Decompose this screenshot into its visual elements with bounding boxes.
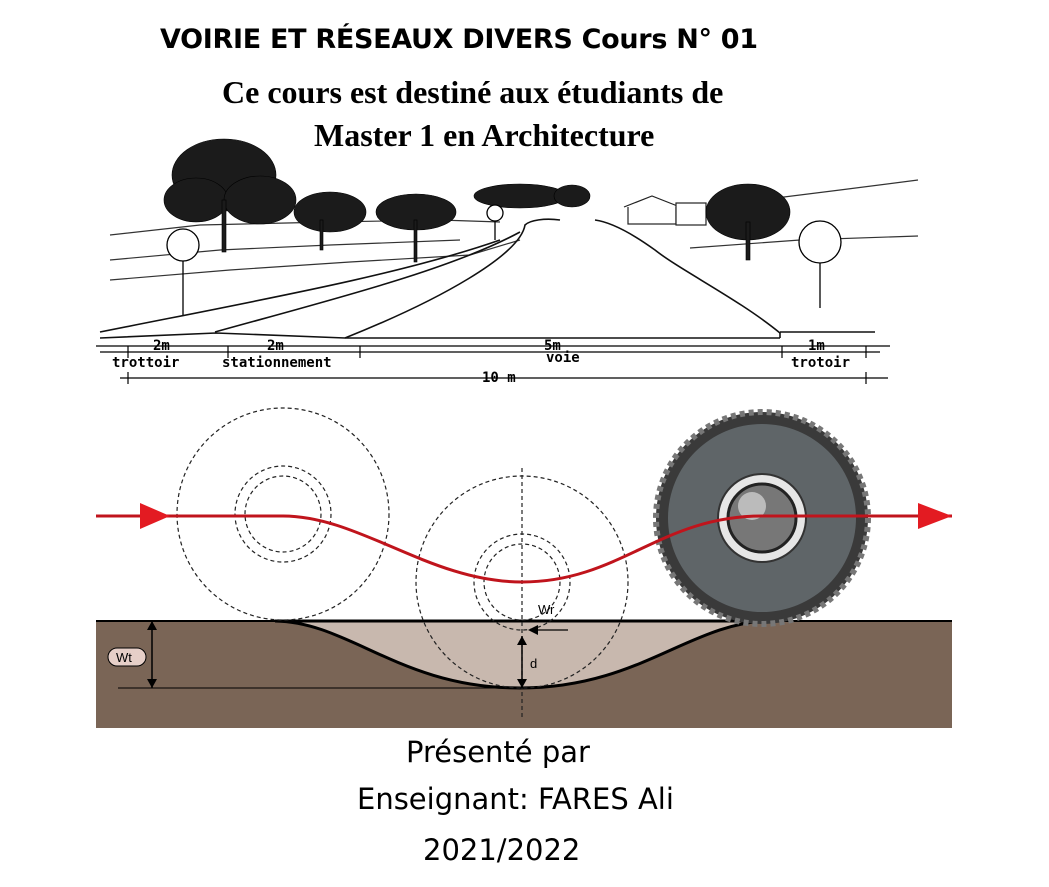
dim-lane: 5m [544, 338, 561, 354]
wt-badge [107, 647, 147, 667]
ghost-wheel-middle-icon [415, 475, 629, 689]
dim-total: 10 m [482, 370, 516, 386]
dim-sidewalk-left: 2m [153, 338, 170, 354]
label-lane: voie [546, 350, 580, 366]
deflection-diagram: Wt d Wr [96, 407, 952, 728]
road-perspective [99, 218, 875, 339]
dimension-texts: 2m 2m 5m 1m trottoir stationnement voie … [112, 338, 850, 386]
tree-icon-group [163, 138, 791, 263]
d-label: d [530, 656, 537, 671]
label-sidewalk-right: trotoir [791, 355, 850, 371]
dim-parking: 2m [267, 338, 284, 354]
course-subtitle-line2: Master 1 en Architecture [314, 117, 655, 153]
course-subtitle-line1: Ce cours est destiné aux étudiants de [222, 74, 724, 110]
road-sign-icon [166, 204, 842, 316]
arrow-right-icon [918, 503, 952, 529]
presented-by-label: Présenté par [406, 735, 590, 769]
wt-label: Wt [116, 650, 132, 665]
hills-icon [109, 179, 919, 281]
wr-label: Wr [538, 602, 555, 617]
load-path-curve [96, 514, 952, 584]
house-icon [623, 195, 707, 226]
academic-year: 2021/2022 [423, 833, 581, 867]
dimension-lines [96, 345, 890, 384]
deflection-basin [274, 619, 771, 690]
ghost-wheel-left-icon [176, 407, 390, 621]
soil-block [96, 621, 952, 728]
dim-sidewalk-right: 1m [808, 338, 825, 354]
teacher-name: Enseignant: FARES Ali [357, 782, 674, 816]
course-title: VOIRIE ET RÉSEAUX DIVERS Cours N° 01 [160, 24, 758, 55]
arrow-right-icon [140, 503, 170, 529]
label-sidewalk-left: trottoir [112, 355, 179, 371]
label-parking: stationnement [222, 355, 332, 371]
tire-icon [653, 409, 871, 627]
